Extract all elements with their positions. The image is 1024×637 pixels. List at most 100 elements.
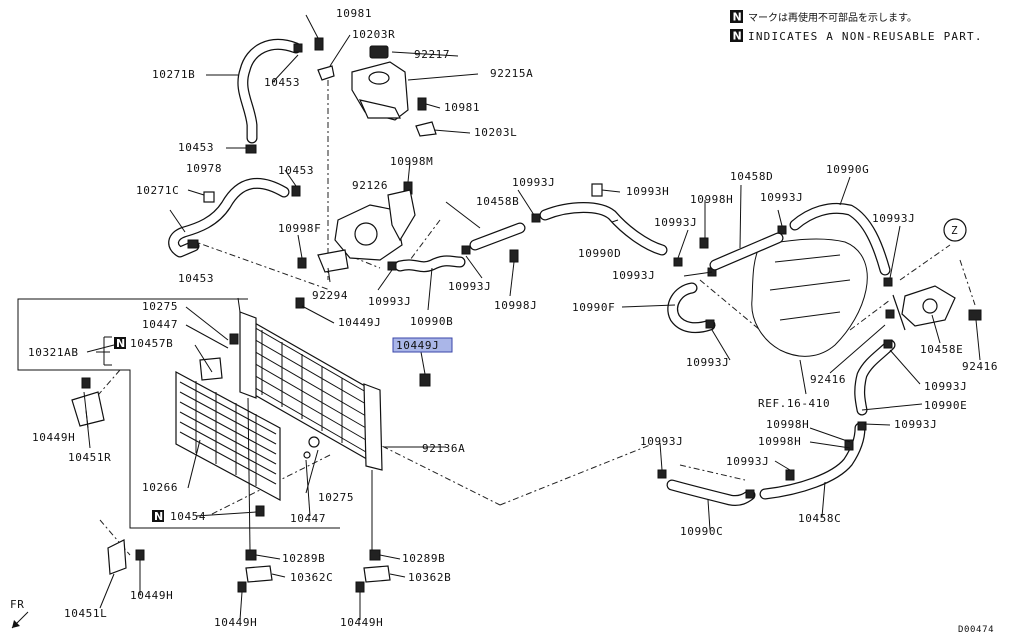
hose-10990d <box>539 202 668 256</box>
non-reusable-markers: N N <box>114 337 164 523</box>
part-label[interactable]: 10458B <box>476 195 519 208</box>
water-pipe-10458d <box>709 232 784 271</box>
part-label[interactable]: 10993J <box>612 269 655 282</box>
part-label[interactable]: 10449H <box>340 616 383 629</box>
part-label[interactable]: 10993J <box>924 380 967 393</box>
part-label[interactable]: 10993J <box>512 176 555 189</box>
part-label[interactable]: 10990E <box>924 399 967 412</box>
linkage-lines <box>84 80 976 556</box>
part-label[interactable]: 10993J <box>640 435 683 448</box>
part-label[interactable]: 10451R <box>68 451 111 464</box>
hose-10990c <box>666 479 756 506</box>
part-label[interactable]: 10447 <box>142 318 178 331</box>
part-label[interactable]: 92215A <box>490 67 533 80</box>
part-label[interactable]: 10454 <box>170 510 206 523</box>
part-label[interactable]: 10998F <box>278 222 321 235</box>
part-label[interactable]: 10271B <box>152 68 195 81</box>
outlet-assembly-10458e <box>892 285 956 331</box>
part-label[interactable]: 10451L <box>64 607 107 620</box>
part-label[interactable]: 10289B <box>282 552 325 565</box>
part-label[interactable]: 10998H <box>758 435 801 448</box>
non-reusable-marker-icon <box>730 29 743 42</box>
part-label[interactable]: 10978 <box>186 162 222 175</box>
part-label[interactable]: 10449H <box>32 431 75 444</box>
part-label[interactable]: 10998J <box>494 299 537 312</box>
part-label[interactable]: 10271C <box>136 184 179 197</box>
bracket-10203r <box>317 65 335 81</box>
part-label[interactable]: 10449H <box>214 616 257 629</box>
part-label[interactable]: 10453 <box>264 76 300 89</box>
part-label[interactable]: 10453 <box>178 272 214 285</box>
part-label[interactable]: 10266 <box>142 481 178 494</box>
note-jp: マークは再使用不可部品を示します。 <box>748 11 917 24</box>
part-label[interactable]: 10993J <box>368 295 411 308</box>
highlighted-part-box <box>392 337 453 353</box>
part-label[interactable]: 10993J <box>872 212 915 225</box>
part-label[interactable]: 10275 <box>318 491 354 504</box>
brackets <box>71 357 391 583</box>
part-label[interactable]: 10990F <box>572 301 615 314</box>
hose-10458c <box>759 422 866 500</box>
part-label[interactable]: 10993J <box>686 356 729 369</box>
callout-bracket-10321ab <box>96 336 112 366</box>
note-en: INDICATES A NON-REUSABLE PART. <box>748 30 983 43</box>
part-label[interactable]: 10453 <box>178 141 214 154</box>
part-label[interactable]: 10449J <box>338 316 381 329</box>
reference-label[interactable]: REF.16-410 <box>758 397 830 410</box>
part-label[interactable]: 10998H <box>690 193 733 206</box>
part-label[interactable]: 10993J <box>760 191 803 204</box>
part-label[interactable]: 10449H <box>130 589 173 602</box>
hose-10458b <box>469 222 526 251</box>
part-label[interactable]: 10990B <box>410 315 453 328</box>
bracket-10203l <box>415 121 437 137</box>
marker-letter: N <box>733 11 742 24</box>
non-reusable-marker-icon <box>152 510 164 522</box>
part-label[interactable]: 10458E <box>920 343 963 356</box>
part-label[interactable]: 10457B <box>130 337 173 350</box>
part-label[interactable]: 10993J <box>448 280 491 293</box>
part-label[interactable]: 10458C <box>798 512 841 525</box>
hose-10990g <box>789 202 891 276</box>
section-z-marker: Z <box>943 218 967 242</box>
part-label[interactable]: 10362B <box>408 571 451 584</box>
part-label[interactable]: 10990D <box>578 247 621 260</box>
part-label[interactable]: 92416 <box>962 360 998 373</box>
part-label[interactable]: 10458D <box>730 170 773 183</box>
part-label[interactable]: 92136A <box>422 442 465 455</box>
svg-text:N: N <box>116 337 125 350</box>
part-label[interactable]: 10998H <box>766 418 809 431</box>
svg-text:Z: Z <box>951 224 958 237</box>
part-label[interactable]: 92294 <box>312 289 348 302</box>
part-label[interactable]: 10203L <box>474 126 517 139</box>
part-label[interactable]: 10990G <box>826 163 869 176</box>
hose-10990b <box>394 255 466 273</box>
part-label[interactable]: 10453 <box>278 164 314 177</box>
leader-lines <box>83 14 981 621</box>
non-reusable-marker-icon <box>114 337 126 349</box>
marker-letter: N <box>733 30 742 43</box>
hose-10990e <box>854 339 896 416</box>
hose-10990f <box>667 282 716 334</box>
part-label[interactable]: 10998M <box>390 155 433 168</box>
part-label[interactable]: 10993H <box>626 185 669 198</box>
thermostat-housing <box>317 189 416 273</box>
part-label[interactable]: 10362C <box>290 571 333 584</box>
part-label[interactable]: 10447 <box>290 512 326 525</box>
part-label[interactable]: 92126 <box>352 179 388 192</box>
part-label[interactable]: 10981 <box>336 7 372 20</box>
part-label[interactable]: 10275 <box>142 300 178 313</box>
part-label[interactable]: 10990C <box>680 525 723 538</box>
part-label[interactable]: 10981 <box>444 101 480 114</box>
part-label[interactable]: 10993J <box>726 455 769 468</box>
part-label[interactable]: 92217 <box>414 48 450 61</box>
part-label[interactable]: 10993J <box>654 216 697 229</box>
part-label[interactable]: 92416 <box>810 373 846 386</box>
part-label[interactable]: 10289B <box>402 552 445 565</box>
part-label[interactable]: 10203R <box>352 28 395 41</box>
part-labels: 10981 10203R 92217 92215A 10271B 10453 1… <box>28 7 998 629</box>
highlighted-part-label[interactable]: 10449J <box>396 339 439 352</box>
fr-label: FR <box>10 598 24 611</box>
part-label[interactable]: 10321AB <box>28 346 79 359</box>
part-label[interactable]: 10993J <box>894 418 937 431</box>
